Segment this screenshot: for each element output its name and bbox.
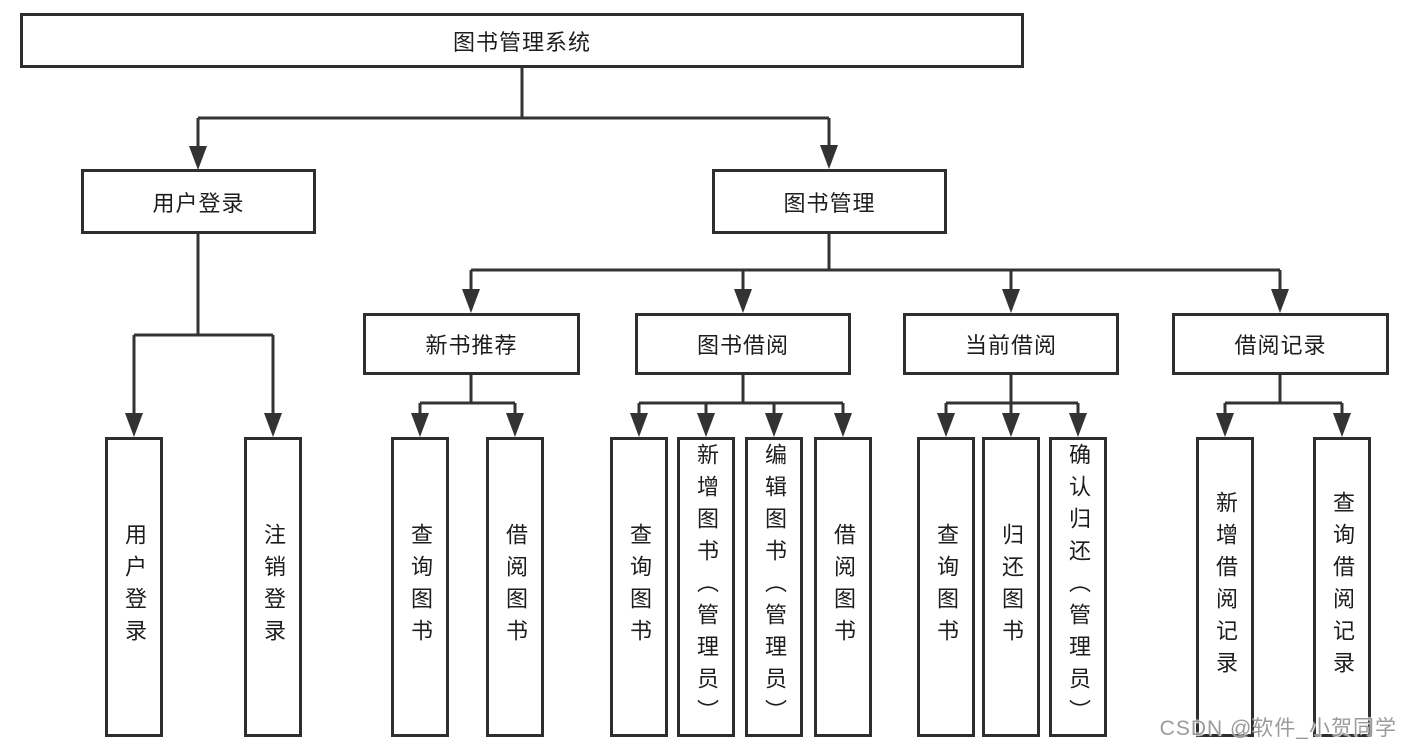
node-book-management: 图书管理 [712, 169, 947, 234]
node-book-borrow-label: 图书借阅 [696, 333, 789, 358]
node-leaf-newbook-query: 查询图书 [391, 437, 449, 737]
node-leaf-records-query-label: 查询借阅记录 [1330, 491, 1355, 683]
node-leaf-newbook-borrow: 借阅图书 [486, 437, 544, 737]
node-leaf-records-add: 新增借阅记录 [1196, 437, 1254, 737]
node-leaf-current-return-label: 归还图书 [999, 523, 1024, 651]
node-leaf-logout-label: 注销登录 [261, 523, 286, 651]
edge-group-current-borrow [937, 375, 1087, 437]
edge-group-book-borrow [630, 375, 852, 437]
edge-group-book-management [462, 234, 1289, 313]
node-leaf-current-return: 归还图书 [982, 437, 1040, 737]
node-leaf-current-query-label: 查询图书 [934, 523, 959, 651]
edge-group-borrow-records [1216, 375, 1351, 437]
node-leaf-records-query: 查询借阅记录 [1313, 437, 1371, 737]
node-leaf-borrow-edit-admin: 编辑图书（管理员） [745, 437, 803, 737]
node-library-system: 图书管理系统 [20, 13, 1024, 68]
node-borrow-records-label: 借阅记录 [1234, 333, 1327, 358]
node-new-book-recommend-label: 新书推荐 [425, 333, 518, 358]
node-leaf-logout: 注销登录 [244, 437, 302, 737]
node-leaf-borrow-add-admin-label: 新增图书（管理员） [694, 443, 719, 731]
node-borrow-records: 借阅记录 [1172, 313, 1389, 375]
node-current-borrow-label: 当前借阅 [964, 333, 1057, 358]
node-leaf-borrow-add-admin: 新增图书（管理员） [677, 437, 735, 737]
edge-group-new-book [411, 375, 524, 437]
node-leaf-current-query: 查询图书 [917, 437, 975, 737]
node-leaf-current-confirm-admin: 确认归还（管理员） [1049, 437, 1107, 737]
node-leaf-records-add-label: 新增借阅记录 [1213, 491, 1238, 683]
node-leaf-newbook-borrow-label: 借阅图书 [503, 523, 528, 651]
node-leaf-borrow-borrow: 借阅图书 [814, 437, 872, 737]
edge-group-root [189, 68, 838, 170]
node-library-system-label: 图书管理系统 [452, 29, 591, 55]
node-leaf-borrow-edit-admin-label: 编辑图书（管理员） [762, 443, 787, 731]
csdn-watermark: CSDN @软件_小贺同学 [1159, 717, 1397, 740]
node-leaf-borrow-borrow-label: 借阅图书 [831, 523, 856, 651]
node-user-login: 用户登录 [81, 169, 316, 234]
node-book-management-label: 图书管理 [783, 190, 876, 216]
node-leaf-user-login-label: 用户登录 [122, 523, 147, 651]
node-book-borrow: 图书借阅 [635, 313, 851, 375]
node-user-login-label: 用户登录 [152, 190, 245, 216]
node-leaf-current-confirm-admin-label: 确认归还（管理员） [1066, 443, 1091, 731]
node-new-book-recommend: 新书推荐 [363, 313, 580, 375]
edge-group-user-login [125, 234, 282, 437]
node-leaf-borrow-query-label: 查询图书 [627, 523, 652, 651]
node-leaf-borrow-query: 查询图书 [610, 437, 668, 737]
node-current-borrow: 当前借阅 [903, 313, 1119, 375]
node-leaf-newbook-query-label: 查询图书 [408, 523, 433, 651]
node-leaf-user-login: 用户登录 [105, 437, 163, 737]
